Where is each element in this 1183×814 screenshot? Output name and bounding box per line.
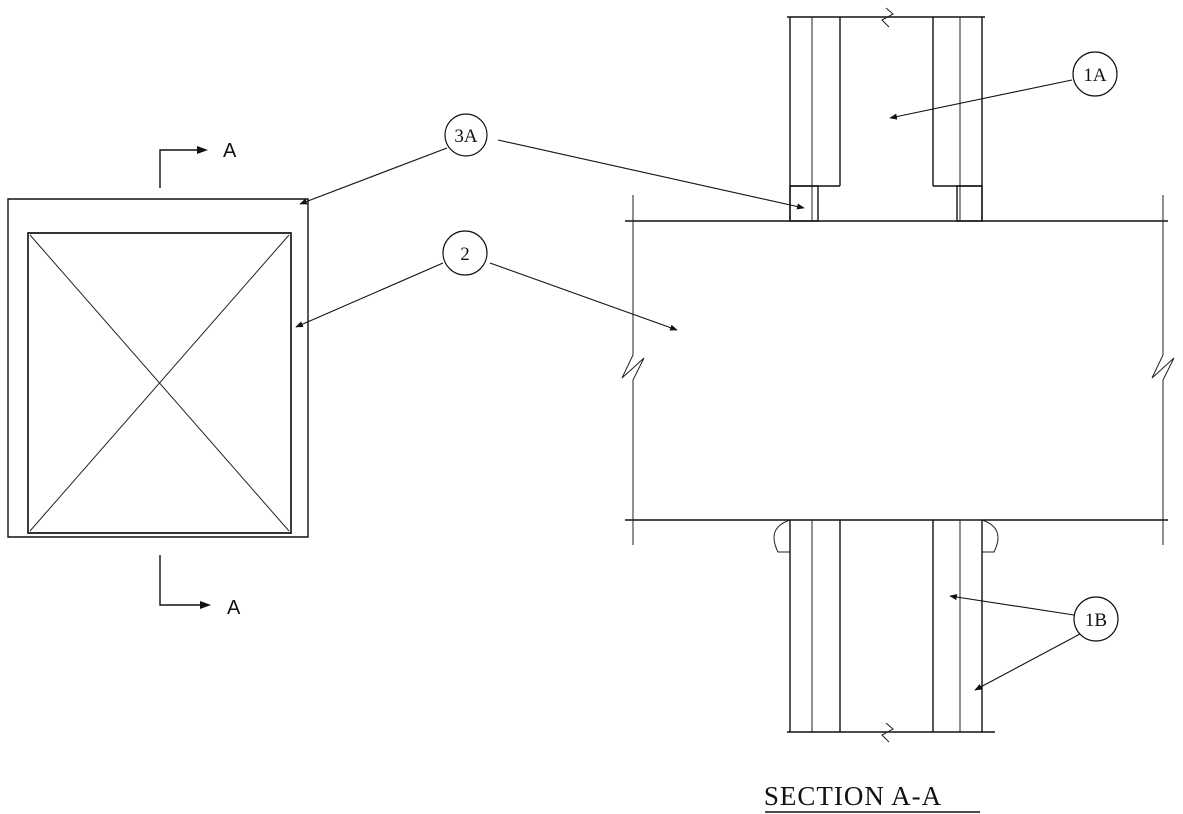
break-line-right <box>1151 195 1175 545</box>
callout-1b: 1B <box>949 594 1119 691</box>
callout-3a-label: 3A <box>454 126 478 147</box>
callout-1b-label: 1B <box>1085 610 1107 631</box>
section-marker-bottom-label: A <box>227 597 241 619</box>
lower-right-insulation <box>959 519 983 733</box>
callout-1a: 1A <box>889 51 1118 120</box>
callout-3a: 3A <box>299 113 805 210</box>
section-view <box>621 7 1175 743</box>
break-line-left <box>621 195 645 545</box>
callout-2-label: 2 <box>460 244 470 265</box>
upper-left-seal <box>789 185 819 222</box>
section-marker-top: A <box>159 140 237 188</box>
section-title-text: SECTION A-A <box>764 781 942 811</box>
section-title: SECTION A-A <box>764 781 980 813</box>
plan-view: A A <box>7 140 309 619</box>
section-marker-bottom: A <box>159 555 241 619</box>
fillet-left <box>773 519 791 553</box>
lower-branch <box>773 519 999 743</box>
fillet-right <box>981 519 999 553</box>
callout-1a-label: 1A <box>1083 65 1107 86</box>
upper-branch <box>787 7 985 222</box>
insulation-wrap-3a <box>7 198 309 538</box>
duct-square <box>27 232 292 534</box>
callout-2: 2 <box>295 230 678 331</box>
section-marker-top-label: A <box>223 140 237 162</box>
duct-cross-line-2 <box>29 234 290 532</box>
upper-right-seal <box>956 185 983 222</box>
